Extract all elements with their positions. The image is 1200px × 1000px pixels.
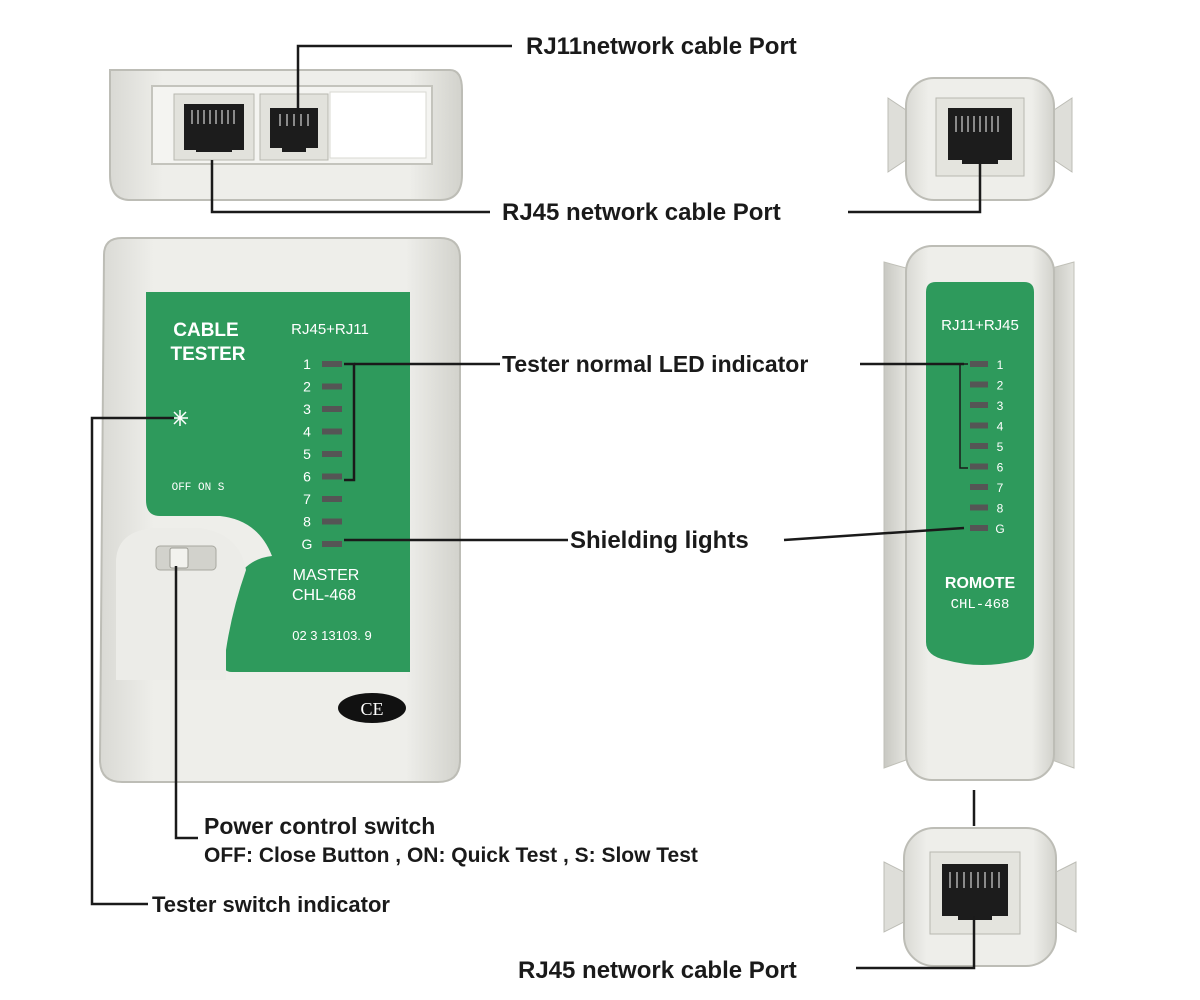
- master-serial: 02 3 13103. 9: [292, 628, 372, 643]
- master-led-7: [322, 496, 342, 502]
- master-top-view: [109, 69, 463, 201]
- master-led-label-G: G: [302, 536, 313, 552]
- master-led-label-1: 1: [303, 356, 311, 372]
- master-led-6: [322, 473, 342, 480]
- rj45-port-remote-top-icon: [935, 97, 1025, 177]
- remote-led-6: [970, 463, 988, 470]
- callout-rj11-port: RJ11network cable Port: [526, 33, 797, 60]
- callout-line-shielding-remote: [783, 526, 965, 542]
- remote-bottom-view: [883, 827, 1077, 967]
- master-led-label-3: 3: [303, 401, 311, 417]
- callout-switch-indicator: Tester switch indicator: [152, 892, 390, 917]
- remote-led-label-G: G: [995, 522, 1004, 536]
- rj45-port-icon: [173, 93, 255, 161]
- callout-line-led-master: [344, 362, 356, 482]
- master-led-label-4: 4: [303, 424, 311, 440]
- remote-led-1: [970, 361, 988, 367]
- remote-led-label-6: 6: [997, 461, 1004, 475]
- remote-led-8: [970, 504, 988, 511]
- remote-model-line1: ROMOTE: [945, 575, 1016, 592]
- master-led-1: [322, 361, 342, 367]
- callout-led-indicator: Tester normal LED indicator: [502, 351, 808, 377]
- ce-mark: CE: [338, 693, 406, 723]
- master-title-line2: TESTER: [171, 344, 246, 365]
- remote-led-label-8: 8: [997, 502, 1004, 516]
- remote-led-label-3: 3: [997, 399, 1004, 413]
- remote-led-label-4: 4: [997, 420, 1004, 434]
- master-model-line1: MASTER: [293, 567, 360, 584]
- remote-led-7: [970, 484, 988, 490]
- remote-led-G: [970, 525, 988, 531]
- callout-rj45-port-bottom: RJ45 network cable Port: [518, 957, 797, 984]
- remote-led-label-7: 7: [997, 481, 1004, 495]
- remote-led-column: 1 2 3 4 5 6 7 8G: [970, 358, 1005, 536]
- callout-lines-top: [210, 44, 512, 214]
- master-green-panel: [146, 292, 410, 672]
- master-led-label-8: 8: [303, 514, 311, 530]
- master-led-8: [322, 518, 342, 525]
- remote-led-4: [970, 422, 988, 429]
- power-switch[interactable]: [155, 545, 217, 571]
- callout-line-rj45-bottom: [856, 916, 976, 970]
- remote-unit-body: RJ11+RJ45 ROMOTE CHL-468 1 2 3 4 5 6 7 8G: [883, 245, 1075, 781]
- remote-model-line2: CHL-468: [951, 597, 1010, 613]
- remote-led-label-1: 1: [997, 358, 1004, 372]
- remote-led-2: [970, 381, 988, 388]
- rj45-port-remote-bottom-icon: [929, 851, 1021, 935]
- master-led-2: [322, 383, 342, 390]
- remote-led-label-2: 2: [997, 379, 1004, 393]
- callout-line-led-remote-bracket: [959, 363, 968, 469]
- master-led-label-2: 2: [303, 379, 311, 395]
- remote-connector-label: RJ11+RJ45: [941, 317, 1019, 334]
- master-connector-label: RJ45+RJ11: [291, 321, 369, 338]
- remote-led-3: [970, 402, 988, 408]
- master-led-5: [322, 451, 342, 457]
- master-switch-label: OFF ON S: [172, 482, 225, 494]
- callout-shielding: Shielding lights: [570, 527, 749, 554]
- master-model-line2: CHL-468: [292, 587, 356, 604]
- master-led-column: 1 2 3 4 5 6 7 8G: [302, 356, 342, 552]
- master-unit-body: CABLE TESTER RJ45+RJ11 OFF ON S MASTER C…: [98, 237, 461, 783]
- master-led-label-5: 5: [303, 446, 311, 462]
- rj11-port-icon: [259, 93, 329, 161]
- callout-power-switch-desc: OFF: Close Button , ON: Quick Test , S: …: [204, 844, 698, 867]
- callout-line-switch-indicator: [90, 416, 174, 906]
- remote-led-label-5: 5: [997, 440, 1004, 454]
- master-led-label-7: 7: [303, 491, 311, 507]
- master-led-4: [322, 428, 342, 435]
- remote-top-view: [887, 77, 1073, 201]
- svg-text:CE: CE: [360, 699, 383, 719]
- master-led-G: [322, 541, 342, 547]
- master-led-3: [322, 406, 342, 412]
- master-title-line1: CABLE: [173, 320, 238, 341]
- callout-line-rj45-top-right: [848, 160, 982, 214]
- callout-line-power-switch: [174, 566, 198, 840]
- master-led-label-6: 6: [303, 469, 311, 485]
- callout-power-switch: Power control switch: [204, 813, 435, 839]
- callout-rj45-port-top: RJ45 network cable Port: [502, 199, 781, 226]
- switch-indicator-led-icon: [172, 410, 188, 426]
- remote-green-panel: [926, 282, 1034, 665]
- remote-led-5: [970, 443, 988, 449]
